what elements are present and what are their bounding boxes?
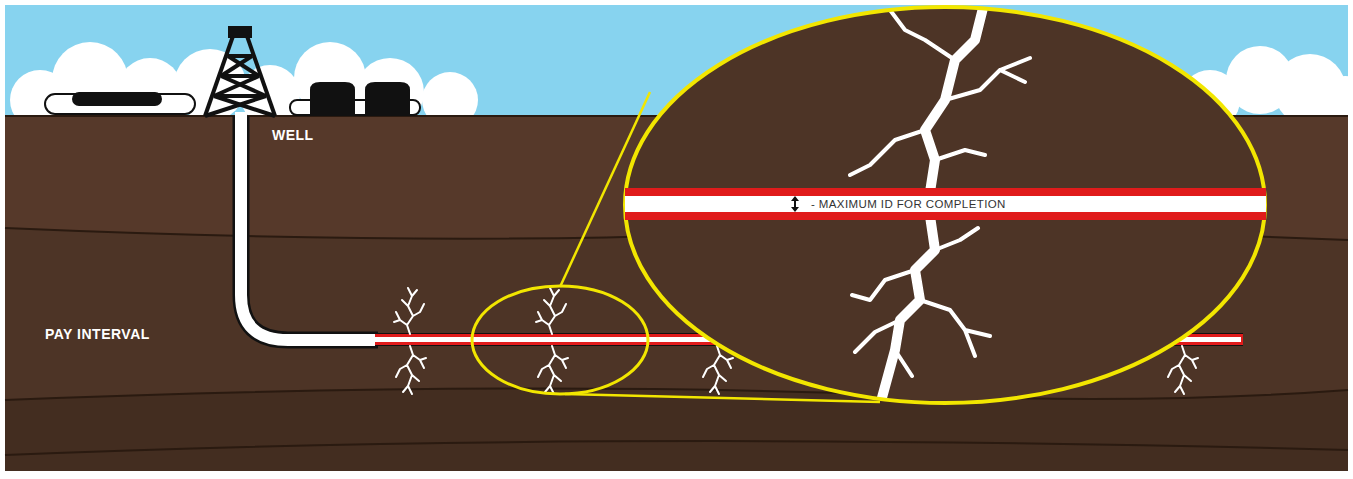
lower-layer: [5, 389, 1348, 471]
derrick: [205, 28, 275, 116]
well-label: WELL: [272, 127, 314, 143]
right-tanks: [290, 82, 420, 115]
zone-label: PAY INTERVAL: [45, 326, 150, 342]
completion-band: - MAXIMUM ID FOR COMPLETION: [625, 188, 1266, 220]
zoom-source-circle: [472, 286, 648, 394]
zoom-circle-fill: [625, 7, 1265, 403]
zoom-circle: [625, 7, 1265, 403]
double-arrow: [791, 196, 799, 212]
double-arrow-symbol: [790, 196, 800, 212]
wellbore: [241, 112, 378, 340]
band-label: - MAXIMUM ID FOR COMPLETION: [811, 198, 1006, 210]
left-tank: [45, 92, 195, 114]
wellbore-outline: [241, 116, 378, 340]
